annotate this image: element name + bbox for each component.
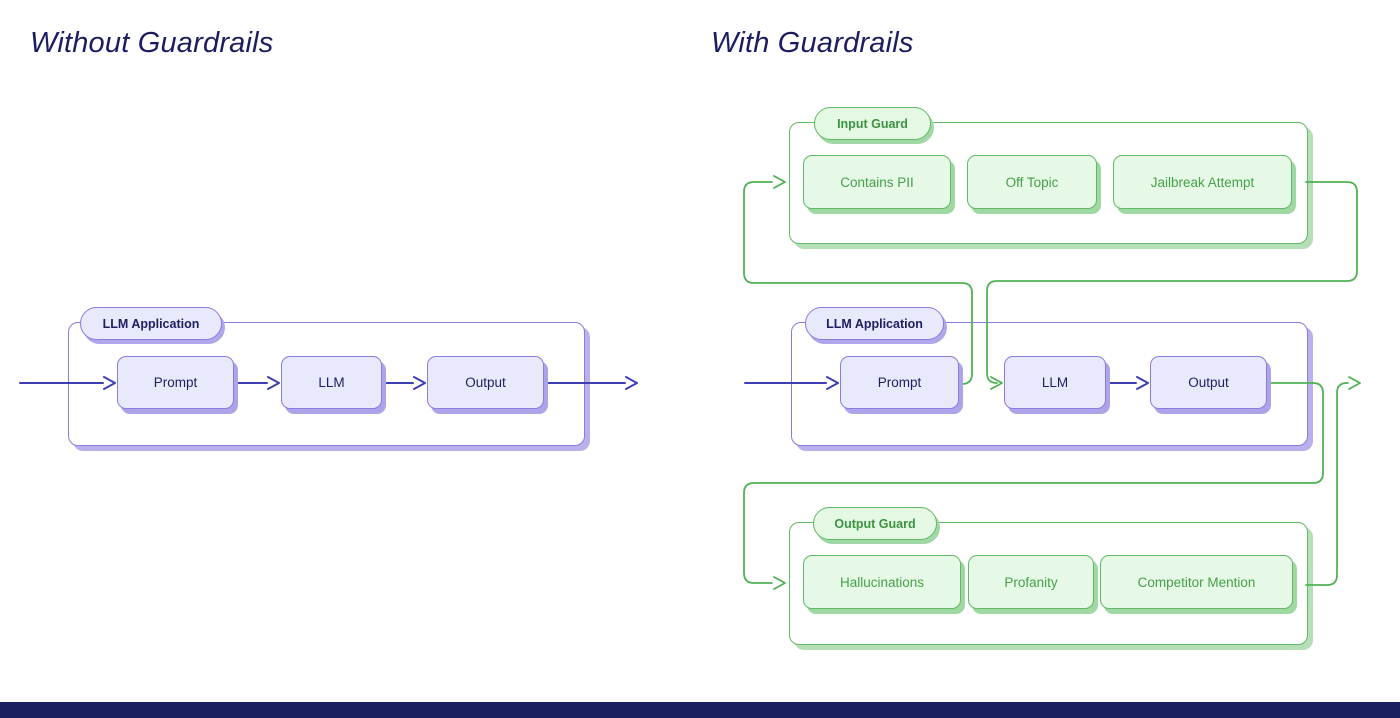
wire-output-to-output-guard [743,382,1324,590]
left-node-prompt: Prompt [117,356,234,409]
right-llm-application-label: LLM Application [805,307,944,340]
left-diagram-title: Without Guardrails [30,27,274,59]
check-competitor-mention: Competitor Mention [1100,555,1293,609]
input-guard-label: Input Guard [814,107,931,140]
right-arrow-llm-to-output-icon [1104,376,1149,390]
check-profanity: Profanity [968,555,1094,609]
right-arrow-in-icon [744,376,839,390]
check-hallucinations: Hallucinations [803,555,961,609]
left-arrow-in-icon [19,376,116,390]
left-arrow-llm-to-output-icon [380,376,426,390]
left-arrow-prompt-to-llm-icon [232,376,280,390]
left-node-llm: LLM [281,356,382,409]
left-llm-application-label: LLM Application [80,307,222,340]
wire-output-guard-out [1305,376,1361,586]
right-node-output: Output [1150,356,1267,409]
check-contains-pii: Contains PII [803,155,951,209]
left-arrow-out-icon [542,376,638,390]
check-off-topic: Off Topic [967,155,1097,209]
right-node-prompt: Prompt [840,356,959,409]
bottom-bar [0,702,1400,718]
left-node-output: Output [427,356,544,409]
output-guard-label: Output Guard [813,507,937,540]
wire-prompt-to-input-guard [743,175,973,385]
wire-input-guard-to-llm [986,181,1358,390]
right-node-llm: LLM [1004,356,1106,409]
right-diagram-title: With Guardrails [711,27,914,59]
check-jailbreak-attempt: Jailbreak Attempt [1113,155,1292,209]
